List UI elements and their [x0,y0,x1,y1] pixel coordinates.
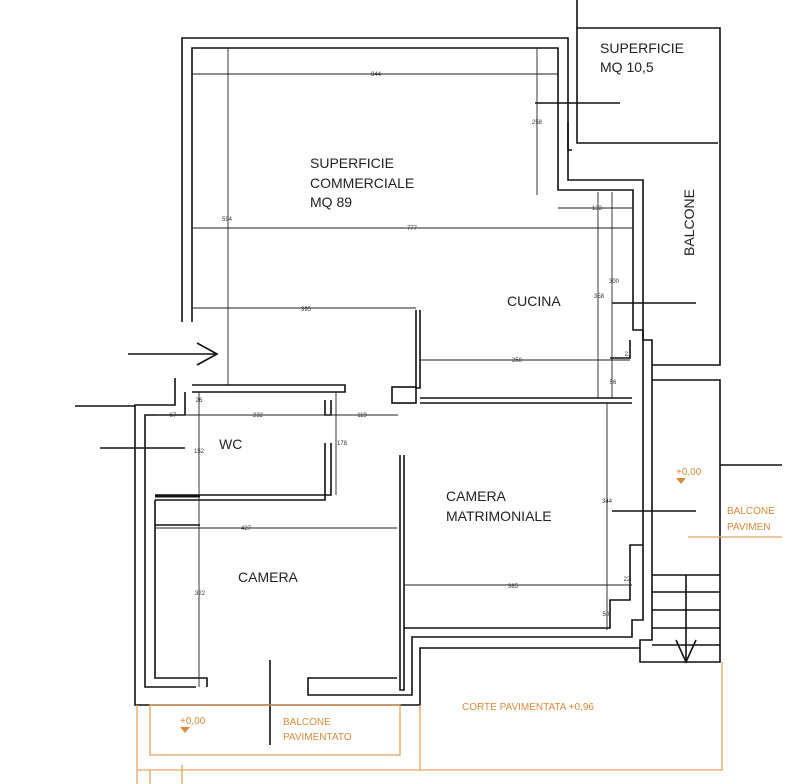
dim-26: 26 [196,398,203,404]
dim-427: 427 [241,526,252,532]
dim-385: 385 [508,584,519,590]
dimension-labels: 844 258 133 777 594 300 358 395 350 21 5… [170,72,632,618]
walls [75,0,782,745]
label-balcone-right-1: BALCONE [727,506,775,517]
label-superficie-balcone-1: SUPERFICIE [600,40,684,56]
label-camera-matrimoniale-1: CAMERA [446,488,507,504]
dim-133: 133 [592,206,603,212]
label-superficie-commerciale-2: COMMERCIALE [310,175,414,191]
dim-50: 50 [603,612,610,618]
label-superficie-commerciale-3: MQ 89 [310,194,352,210]
label-superficie-commerciale-1: SUPERFICIE [310,155,394,171]
label-balcone-pavimentato-1: BALCONE [283,717,331,728]
dim-119: 119 [357,413,367,419]
dim-22: 22 [624,577,631,583]
dim-350: 350 [512,358,523,364]
label-balcone-right-2: PAVIMEN [727,522,771,533]
label-camera-matrimoniale-2: MATRIMONIALE [446,508,552,524]
exterior-outline [136,478,782,784]
room-labels: SUPERFICIE COMMERCIALE MQ 89 SUPERFICIE … [219,40,697,585]
dim-232: 232 [253,413,264,419]
level-bottom: +0,00 [180,716,206,727]
dim-358: 358 [594,294,605,300]
dim-300: 300 [609,279,620,285]
label-cucina: CUCINA [507,293,561,309]
level-marker-icon [180,727,190,733]
level-right: +0,00 [676,467,702,478]
dim-594: 594 [222,217,233,223]
dim-21: 21 [625,352,632,358]
dim-777: 777 [407,226,418,232]
label-superficie-balcone-2: MQ 10,5 [600,59,654,75]
level-marker-icon [676,478,686,484]
label-balcone: BALCONE [681,189,697,256]
dim-258: 258 [532,120,543,126]
label-wc: WC [219,436,242,452]
label-corte: CORTE PAVIMENTATA +0,96 [462,702,594,713]
dim-844: 844 [371,72,382,78]
dim-395: 395 [301,307,312,313]
dim-56: 56 [610,380,617,386]
label-camera: CAMERA [238,569,299,585]
exterior-labels: BALCONE PAVIMENTATO BALCONE PAVIMEN CORT… [180,467,775,743]
label-balcone-pavimentato-2: PAVIMENTATO [283,732,352,743]
dimension-lines [155,48,633,687]
dim-322: 322 [195,591,206,597]
dim-178: 178 [337,441,348,447]
dim-67: 67 [170,413,177,419]
dim-344: 344 [602,499,613,505]
dim-152: 152 [194,449,205,455]
